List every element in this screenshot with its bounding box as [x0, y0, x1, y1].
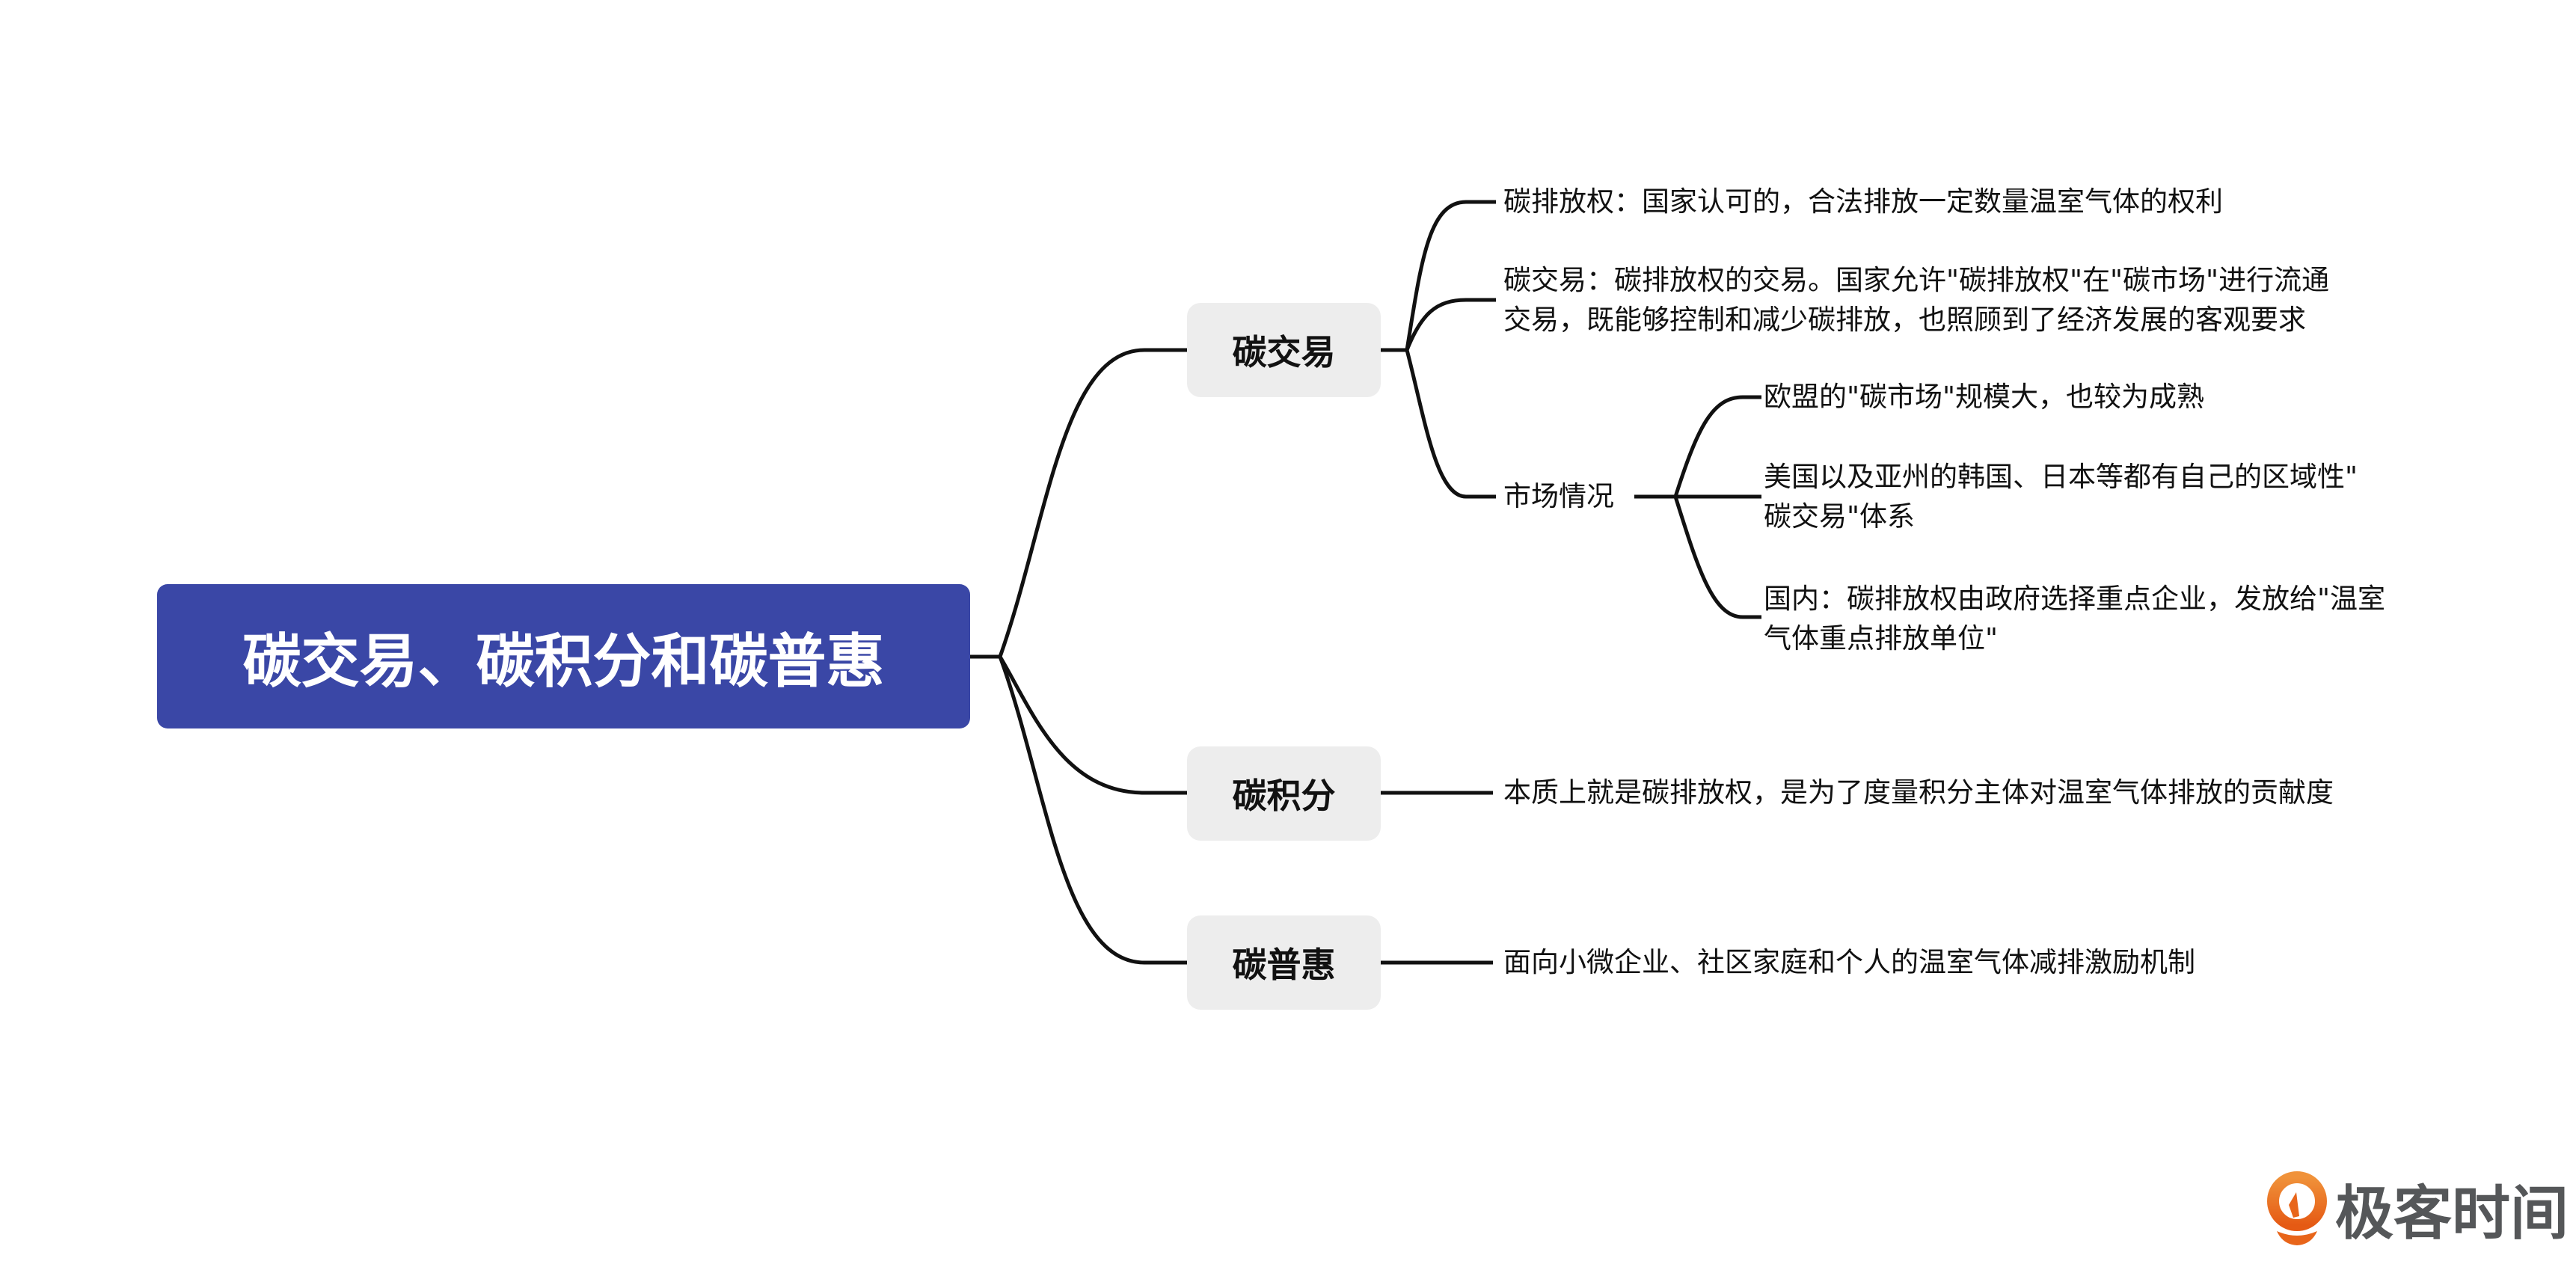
link-root-trade: [998, 348, 1187, 657]
node-carbon-puhui[interactable]: 碳普惠: [1187, 915, 1381, 1010]
leaf-line: 气体重点排放单位": [1764, 622, 1999, 654]
leaf-puhui[interactable]: 面向小微企业、社区家庭和个人的温室气体减排激励机制: [1503, 946, 2195, 978]
logo-icon: [2267, 1171, 2327, 1245]
node-label: 碳积分: [1232, 776, 1336, 816]
link-market: [1405, 349, 1496, 499]
root-label: 碳交易、碳积分和碳普惠: [242, 628, 885, 696]
leaf-credit[interactable]: 本质上就是碳排放权，是为了度量积分主体对温室气体排放的贡献度: [1503, 776, 2334, 809]
leaf-line: 碳交易：碳排放权的交易。国家允许"碳排放权"在"碳市场"进行流通: [1503, 264, 2330, 296]
link-cn: [1673, 496, 1761, 619]
link-root-credit: [998, 655, 1187, 795]
leaf-trade-def[interactable]: 碳交易：碳排放权的交易。国家允许"碳排放权"在"碳市场"进行流通 交易，既能够控…: [1503, 260, 2329, 340]
leaf-eu[interactable]: 欧盟的"碳市场"规模大，也较为成熟: [1764, 381, 2205, 413]
link-root-puhui: [998, 656, 1187, 965]
root-node[interactable]: 碳交易、碳积分和碳普惠: [157, 584, 970, 728]
node-carbon-credit[interactable]: 碳积分: [1187, 746, 1381, 841]
link-eu: [1673, 395, 1761, 497]
leaf-line: 国内：碳排放权由政府选择重点企业，发放给"温室: [1764, 583, 2386, 615]
logo-text: 极客时间: [2335, 1180, 2569, 1248]
node-label: 碳交易: [1232, 332, 1336, 372]
node-carbon-trade[interactable]: 碳交易: [1187, 303, 1381, 397]
link-permit: [1405, 200, 1496, 351]
leaf-us[interactable]: 美国以及亚州的韩国、日本等都有自己的区域性" 碳交易"体系: [1764, 457, 2358, 536]
leaf-cn[interactable]: 国内：碳排放权由政府选择重点企业，发放给"温室 气体重点排放单位": [1764, 579, 2385, 658]
node-label: 碳普惠: [1232, 945, 1336, 985]
leaf-market[interactable]: 市场情况: [1503, 480, 1614, 512]
link-trade-def: [1405, 298, 1496, 351]
leaf-line: 美国以及亚州的韩国、日本等都有自己的区域性": [1764, 461, 2358, 493]
geektime-logo: 极客时间: [2266, 1167, 2569, 1251]
leaf-line: 交易，既能够控制和减少碳排放，也照顾到了经济发展的客观要求: [1503, 304, 2306, 336]
leaf-line: 碳交易"体系: [1764, 500, 1916, 533]
leaf-permit[interactable]: 碳排放权：国家认可的，合法排放一定数量温室气体的权利: [1503, 185, 2223, 218]
